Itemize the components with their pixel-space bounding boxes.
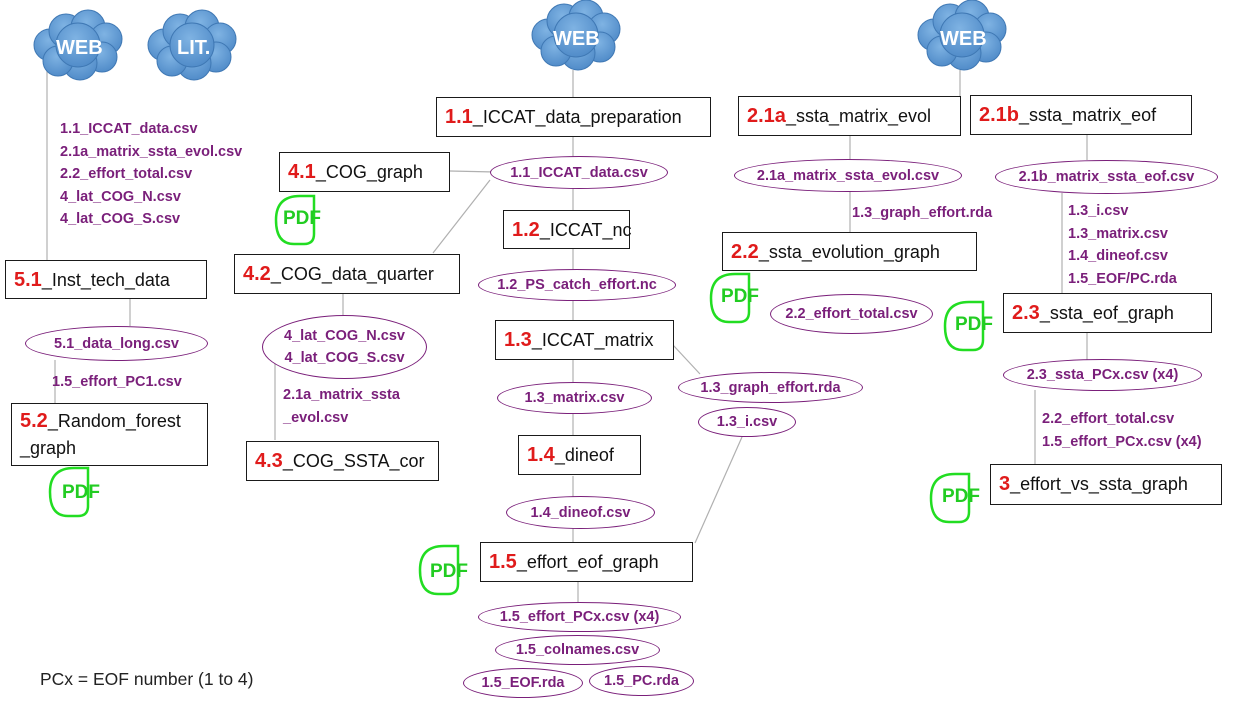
process-4-2: 4.2_COG_data_quarter xyxy=(234,254,460,294)
pdf-label-4-1: PDF xyxy=(283,208,321,229)
process-label: _ICCAT_matrix xyxy=(531,330,654,350)
file-2-3-ssta-pcx: 2.3_ssta_PCx.csv (x4) xyxy=(1003,359,1202,391)
process-1-4: 1.4_dineof xyxy=(518,435,641,475)
input-label-2-3: 1.3_i.csv 1.3_matrix.csv 1.4_dineof.csv … xyxy=(1068,200,1177,290)
file-4-2-lat-cog: 4_lat_COG_N.csv 4_lat_COG_S.csv xyxy=(262,315,427,379)
process-4-1: 4.1_COG_graph xyxy=(279,152,450,192)
file-5-1-data-long: 5.1_data_long.csv xyxy=(25,326,208,361)
process-2-2: 2.2_ssta_evolution_graph xyxy=(722,232,977,271)
file-1-1-iccat-data: 1.1_ICCAT_data.csv xyxy=(490,156,668,189)
file-2-1a-matrix-ssta-evol: 2.1a_matrix_ssta_evol.csv xyxy=(734,159,962,192)
process-number: 2.1b xyxy=(979,104,1020,126)
process-label: _dineof xyxy=(554,445,614,465)
web-input-item: 4_lat_COG_N.csv xyxy=(60,188,181,205)
process-4-3: 4.3_COG_SSTA_cor xyxy=(246,441,439,481)
process-2-3: 2.3_ssta_eof_graph xyxy=(1003,293,1212,333)
file-1-5-eof-rda: 1.5_EOF.rda xyxy=(463,668,583,698)
pdf-label-3: PDF xyxy=(942,486,980,507)
file-1-2-ps-catch-effort: 1.2_PS_catch_effort.nc xyxy=(478,269,676,301)
process-label: _ICCAT_nc xyxy=(539,220,632,240)
process-1-2: 1.2_ICCAT_nc xyxy=(503,210,632,249)
input-label-4-3: 2.1a_matrix_ssta _evol.csv xyxy=(283,384,400,429)
process-label: _ssta_matrix_evol xyxy=(785,106,932,126)
process-number: 4.1 xyxy=(288,161,316,183)
process-label: _COG_graph xyxy=(315,162,423,182)
process-1-3: 1.3_ICCAT_matrix xyxy=(495,320,674,360)
process-5-1: 5.1_Inst_tech_data xyxy=(5,260,207,299)
file-1-4-dineof: 1.4_dineof.csv xyxy=(506,496,655,529)
process-2-1a: 2.1a_ssta_matrix_evol xyxy=(738,96,961,136)
pdf-label-2-2: PDF xyxy=(721,286,759,307)
input-label-line: 1.5_EOF/PC.rda xyxy=(1068,270,1177,287)
input-label-2-2: 1.3_graph_effort.rda xyxy=(852,205,993,221)
input-label-line: 1.4_dineof.csv xyxy=(1068,248,1168,264)
cloud-web-2-label: WEB xyxy=(553,28,600,50)
process-label: _ssta_matrix_eof xyxy=(1019,105,1157,125)
file-4-lat-cog-s: 4_lat_COG_S.csv xyxy=(284,350,405,366)
web-input-item: 1.1_ICCAT_data.csv xyxy=(60,121,198,137)
cloud-literature-label: LIT. xyxy=(177,37,211,59)
process-label: _effort_vs_ssta_graph xyxy=(1010,474,1188,494)
input-label-line: 2.1a_matrix_ssta xyxy=(283,387,400,403)
file-1-3-matrix: 1.3_matrix.csv xyxy=(497,382,652,414)
process-label: _ICCAT_data_preparation xyxy=(472,107,682,127)
process-label: _Inst_tech_data xyxy=(41,270,170,290)
web-input-item: 2.1a_matrix_ssta_evol.csv xyxy=(60,143,243,160)
process-number: 3 xyxy=(999,473,1011,495)
cloud-web-3-label: WEB xyxy=(940,28,987,50)
file-1-5-pc-rda: 1.5_PC.rda xyxy=(589,666,694,696)
process-1-5: 1.5_effort_eof_graph xyxy=(480,542,693,582)
connectors xyxy=(46,70,1088,603)
input-label-5-2: 1.5_effort_PC1.csv xyxy=(52,374,182,390)
process-number: 1.2 xyxy=(512,219,540,241)
process-number: 4.3 xyxy=(255,450,283,472)
process-number: 5.2 xyxy=(20,410,48,432)
file-1-5-colnames: 1.5_colnames.csv xyxy=(495,635,660,665)
web-input-item: 2.2_effort_total.csv xyxy=(60,166,193,182)
process-label: _effort_eof_graph xyxy=(516,552,659,572)
process-number: 4.2 xyxy=(243,263,271,285)
process-number: 1.4 xyxy=(527,444,555,466)
input-label-line: _evol.csv xyxy=(283,409,349,426)
cloud-web-1-label: WEB xyxy=(56,37,103,59)
process-5-2: 5.2_Random_forest _graph xyxy=(11,403,208,466)
process-number: 1.5 xyxy=(489,551,517,573)
process-label: _Random_forest xyxy=(47,411,181,431)
file-2-2-effort-total: 2.2_effort_total.csv xyxy=(770,294,933,334)
process-label: _COG_SSTA_cor xyxy=(282,451,425,471)
process-number: 5.1 xyxy=(14,269,42,291)
input-label-line: 1.3_matrix.csv xyxy=(1068,225,1168,242)
file-4-lat-cog-n: 4_lat_COG_N.csv xyxy=(284,328,405,344)
process-label: _COG_data_quarter xyxy=(270,264,434,284)
file-2-1b-matrix-ssta-eof: 2.1b_matrix_ssta_eof.csv xyxy=(995,160,1218,194)
pdf-label-5-2: PDF xyxy=(62,482,100,503)
file-1-5-effort-pcx: 1.5_effort_PCx.csv (x4) xyxy=(478,602,681,632)
input-label-line: 1.3_i.csv xyxy=(1068,203,1129,219)
file-1-3-graph-effort: 1.3_graph_effort.rda xyxy=(678,372,863,403)
process-number: 1.1 xyxy=(445,106,473,128)
pdf-label-2-3: PDF xyxy=(955,314,993,335)
input-label-3: 2.2_effort_total.csv 1.5_effort_PCx.csv … xyxy=(1042,408,1202,453)
web-input-list: 1.1_ICCAT_data.csv 2.1a_matrix_ssta_evol… xyxy=(60,118,242,231)
process-label: _ssta_evolution_graph xyxy=(758,242,940,262)
footnote: PCx = EOF number (1 to 4) xyxy=(40,669,254,689)
process-3: 3_effort_vs_ssta_graph xyxy=(990,464,1222,505)
process-label: _ssta_eof_graph xyxy=(1039,303,1174,323)
pdf-label-1-5: PDF xyxy=(430,561,468,582)
process-1-1: 1.1_ICCAT_data_preparation xyxy=(436,97,711,137)
web-input-item: 4_lat_COG_S.csv xyxy=(60,211,181,227)
process-number: 2.3 xyxy=(1012,302,1040,324)
process-number: 2.1a xyxy=(747,105,786,127)
process-label-line2: _graph xyxy=(20,438,77,458)
process-2-1b: 2.1b_ssta_matrix_eof xyxy=(970,95,1192,135)
input-label-line: 2.2_effort_total.csv xyxy=(1042,411,1175,427)
process-number: 2.2 xyxy=(731,241,759,263)
file-1-3-i: 1.3_i.csv xyxy=(698,407,796,437)
process-number: 1.3 xyxy=(504,329,532,351)
input-label-line: 1.5_effort_PCx.csv (x4) xyxy=(1042,433,1202,450)
